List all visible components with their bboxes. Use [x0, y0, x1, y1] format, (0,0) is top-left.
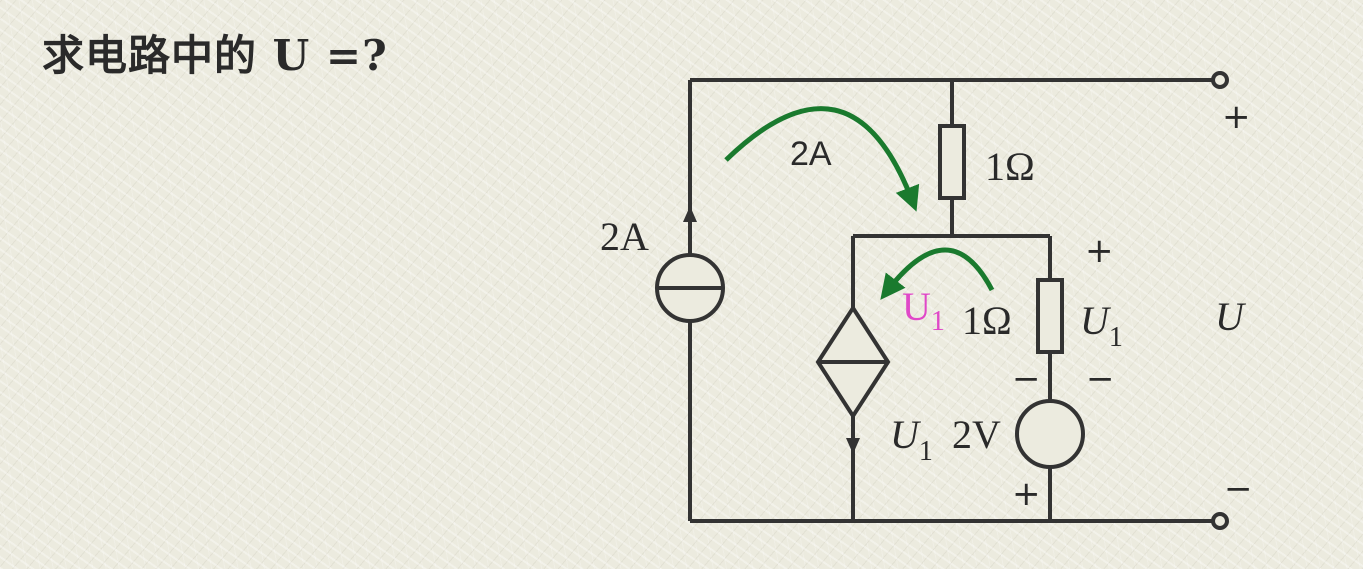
- current-source-label: 2A: [600, 214, 649, 259]
- dep-var: U: [890, 412, 922, 457]
- voltage-source-label: 2V: [952, 412, 1001, 457]
- loop-current-label: 2A: [790, 135, 832, 173]
- dependent-current-source: [815, 304, 891, 420]
- dependent-source-arrow-icon: [846, 438, 860, 454]
- resistor-top: [938, 124, 966, 200]
- plus-sign-vsource: +: [1012, 474, 1041, 514]
- current-source-arrow-icon: [683, 206, 697, 222]
- plus-sign-output: +: [1222, 97, 1251, 137]
- terminal-top: [1211, 71, 1229, 89]
- loop-arrow-icon-small: [880, 247, 995, 300]
- output-voltage-label: U: [1215, 294, 1247, 339]
- voltage-source: [1015, 399, 1085, 469]
- resistor-right: [1036, 278, 1064, 354]
- loop-voltage-label: U1: [902, 284, 945, 337]
- minus-sign-vsource: −: [1012, 359, 1041, 399]
- dep-sub: 1: [919, 436, 933, 467]
- u1-var: U: [1080, 298, 1112, 343]
- minus-sign-u1: −: [1086, 359, 1115, 399]
- loop-arrow-icon-large: [724, 106, 920, 212]
- resistor-right-label: 1Ω: [962, 298, 1012, 343]
- loop-voltage-sub: 1: [931, 306, 945, 337]
- plus-sign-u1: +: [1085, 231, 1114, 271]
- current-source: [655, 253, 725, 323]
- terminal-bottom: [1211, 512, 1229, 530]
- dep-source-label: U1: [890, 412, 933, 467]
- resistor-top-label: 1Ω: [985, 144, 1035, 189]
- u1-sub: 1: [1109, 322, 1123, 353]
- minus-sign-output: −: [1224, 469, 1253, 509]
- loop-voltage-var: U: [902, 284, 931, 329]
- problem-title: 求电路中的 U =?: [42, 31, 388, 80]
- u1-label: U1: [1080, 298, 1123, 353]
